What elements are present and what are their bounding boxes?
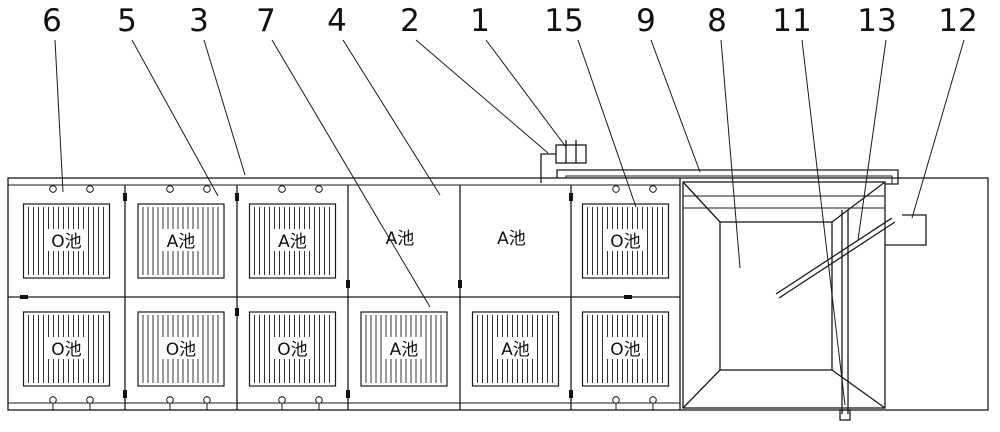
module-bottom-6: O池 <box>581 311 670 387</box>
port-bottom-0-0 <box>49 396 57 404</box>
cell-label-bottom-6: O池 <box>610 340 640 360</box>
outlet-box <box>885 214 927 246</box>
callout-12: 12 <box>938 3 977 39</box>
port-bottom-0-1 <box>86 396 94 404</box>
return-line-inner <box>565 175 893 184</box>
module-top-2: A池 <box>137 203 225 279</box>
leader-line-13 <box>857 39 887 241</box>
gate-markers <box>20 193 632 398</box>
callout-3: 3 <box>189 3 209 39</box>
port-top-5-1 <box>649 185 657 193</box>
cell-label-bottom-3: O池 <box>277 340 307 360</box>
dosing-unit <box>540 140 587 183</box>
leader-line-12 <box>911 39 965 219</box>
return-line-outer <box>556 169 899 185</box>
port-top-0-0 <box>49 185 57 193</box>
module-top-3: A池 <box>248 203 337 279</box>
port-top-1-1 <box>203 185 211 193</box>
leader-line-8 <box>720 39 741 269</box>
port-bottom-5-1 <box>649 396 657 404</box>
module-bottom-4: A池 <box>360 311 448 387</box>
module-top-1: O池 <box>22 203 111 279</box>
module-bottom-3: O池 <box>248 311 337 387</box>
port-top-5-0 <box>612 185 620 193</box>
callout-1: 1 <box>470 3 490 39</box>
port-bottom-2-1 <box>315 396 323 404</box>
module-top-6: O池 <box>581 203 670 279</box>
leader-line-3 <box>203 39 246 176</box>
leader-line-7 <box>271 39 431 308</box>
cell-label-top-5: A池 <box>497 229 526 249</box>
cell-label-bottom-2: O池 <box>166 340 196 360</box>
callout-2: 2 <box>400 3 420 39</box>
callout-8: 8 <box>707 3 727 39</box>
cell-label-bottom-5: A池 <box>501 340 530 360</box>
leader-line-9 <box>650 39 701 173</box>
leader-line-11 <box>801 39 846 406</box>
callout-6: 6 <box>42 3 62 39</box>
port-bottom-2-0 <box>278 396 286 404</box>
port-bottom-5-0 <box>612 396 620 404</box>
tank-outer-frame <box>7 177 989 411</box>
cell-label-top-3: A池 <box>278 232 307 252</box>
leader-line-4 <box>342 39 441 196</box>
port-top-2-1 <box>315 185 323 193</box>
callout-7: 7 <box>256 3 276 39</box>
port-top-2-0 <box>278 185 286 193</box>
inclined-pipe-lower <box>778 221 896 299</box>
port-bottom-1-0 <box>166 396 174 404</box>
port-group <box>49 185 657 410</box>
leader-line-2 <box>415 39 549 154</box>
cell-label-top-1: O池 <box>51 232 81 252</box>
leader-line-5 <box>131 39 219 197</box>
leader-line-15 <box>577 39 637 208</box>
sludge-valve <box>839 409 851 421</box>
callout-5: 5 <box>117 3 137 39</box>
cell-label-top-2: A池 <box>167 232 196 252</box>
port-bottom-1-1 <box>203 396 211 404</box>
sedimentation-tank <box>682 181 886 409</box>
cell-label-bottom-4: A池 <box>390 340 419 360</box>
module-bottom-2: O池 <box>137 311 225 387</box>
callout-9: 9 <box>636 3 656 39</box>
leader-line-1 <box>485 39 567 148</box>
module-bottom-1: O池 <box>22 311 111 387</box>
port-top-0-1 <box>86 185 94 193</box>
callout-13: 13 <box>857 3 896 39</box>
callout-15: 15 <box>544 3 583 39</box>
callout-4: 4 <box>327 3 347 39</box>
module-bottom-5: A池 <box>471 311 560 387</box>
callout-11: 11 <box>772 3 811 39</box>
port-top-1-0 <box>166 185 174 193</box>
leader-line-6 <box>54 39 64 193</box>
cell-label-top-6: O池 <box>610 232 640 252</box>
inclined-pipe-upper <box>775 217 893 295</box>
cell-label-bottom-1: O池 <box>51 340 81 360</box>
